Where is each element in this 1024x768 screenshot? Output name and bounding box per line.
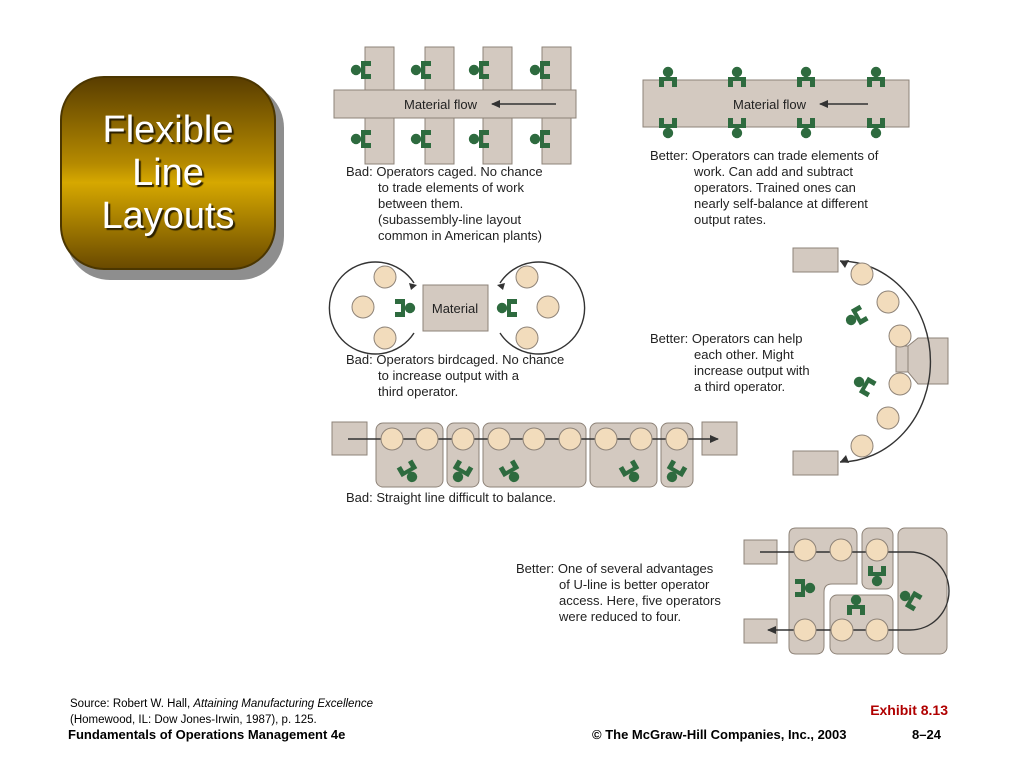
workstation-circle bbox=[373, 326, 397, 350]
workstation-circle bbox=[850, 262, 874, 286]
output-box bbox=[792, 450, 839, 476]
title-line-3: Layouts bbox=[101, 194, 235, 237]
title-box: Flexible Line Layouts bbox=[60, 76, 276, 270]
page-number: 8–24 bbox=[912, 727, 941, 742]
u-flow-arrow bbox=[839, 260, 932, 463]
caption-bad-caged: Bad: Operators caged. No chance to trade… bbox=[346, 164, 546, 243]
workstation-circle bbox=[665, 427, 689, 451]
caption-bad-straight: Bad: Straight line difficult to balance. bbox=[346, 490, 556, 505]
operator-icon bbox=[850, 371, 877, 398]
workstation-circle bbox=[380, 427, 404, 451]
u-line-flow-arrow bbox=[760, 551, 950, 634]
operator-icon bbox=[496, 299, 517, 317]
operator-icon bbox=[395, 299, 416, 317]
workstation-circle bbox=[451, 427, 475, 451]
operator-icon bbox=[842, 304, 869, 331]
workstation-circle bbox=[351, 295, 375, 319]
loop-arrow-right bbox=[499, 261, 586, 355]
material-flow-label: Material flow bbox=[404, 97, 478, 112]
course-title: Fundamentals of Operations Management 4e bbox=[68, 727, 346, 742]
material-label: Material bbox=[432, 301, 478, 316]
source-publisher: (Homewood, IL: Dow Jones-Irwin, 1987), p… bbox=[70, 714, 317, 726]
workstation-circle bbox=[829, 538, 853, 562]
source-citation: Source: Robert W. Hall, Attaining Manufa… bbox=[70, 696, 373, 728]
workstation-circle bbox=[865, 618, 889, 642]
workstation-circle bbox=[850, 434, 874, 458]
copyright: © The McGraw-Hill Companies, Inc., 2003 bbox=[592, 727, 847, 742]
source-book-title: Attaining Manufacturing Excellence bbox=[193, 698, 373, 710]
loop-arrow-left bbox=[328, 261, 415, 355]
workstation-circle bbox=[515, 326, 539, 350]
workstation-circle bbox=[415, 427, 439, 451]
source-prefix: Source: Robert W. Hall, bbox=[70, 698, 194, 710]
title-line-1: Flexible bbox=[102, 108, 234, 151]
title-line-2: Line bbox=[132, 151, 204, 194]
station-group bbox=[897, 527, 948, 655]
panel-bad-birdcaged: Material Bad: Operators birdcaged. No ch… bbox=[328, 261, 586, 399]
panel-better-uline: Better: One of several advantages of U-l… bbox=[516, 527, 950, 655]
caption-better-help: Better: Operators can help each other. M… bbox=[650, 331, 813, 394]
slide-title: Flexible Line Layouts bbox=[101, 109, 234, 238]
workstation-circle bbox=[888, 324, 912, 348]
input-box bbox=[792, 247, 839, 273]
exhibit-label: Exhibit 8.13 bbox=[870, 702, 948, 718]
panel-better-trade: Material flow Better: Operators can trad… bbox=[642, 66, 910, 227]
workstation-circle bbox=[522, 427, 546, 451]
workstation-circle bbox=[487, 427, 511, 451]
workstation-circle bbox=[373, 265, 397, 289]
caption-bad-birdcaged: Bad: Operators birdcaged. No chance to i… bbox=[346, 352, 568, 399]
material-flow-label: Material flow bbox=[733, 97, 807, 112]
material-feeder bbox=[907, 337, 949, 385]
workstation-circle bbox=[536, 295, 560, 319]
workstation-circle bbox=[876, 406, 900, 430]
workstation-circle bbox=[558, 427, 582, 451]
caption-better-uline: Better: One of several advantages of U-l… bbox=[516, 561, 724, 624]
workstation-circle bbox=[876, 290, 900, 314]
workstation-circle bbox=[629, 427, 653, 451]
material-box bbox=[422, 284, 489, 332]
workstation-circle bbox=[515, 265, 539, 289]
caption-better-trade: Better: Operators can trade elements of … bbox=[650, 148, 882, 227]
workstation-circle bbox=[865, 538, 889, 562]
workstation-circle bbox=[594, 427, 618, 451]
workstation-circle bbox=[793, 618, 817, 642]
workstation-circle bbox=[830, 618, 854, 642]
panel-better-help: Better: Operators can help each other. M… bbox=[650, 247, 949, 476]
workstation-circle bbox=[793, 538, 817, 562]
panel-bad-caged: Material flow Bad: Operators caged. No c… bbox=[333, 46, 577, 243]
panel-bad-straight: Bad: Straight line difficult to balance. bbox=[331, 421, 738, 505]
output-box bbox=[743, 618, 778, 644]
workstation-circle bbox=[888, 372, 912, 396]
